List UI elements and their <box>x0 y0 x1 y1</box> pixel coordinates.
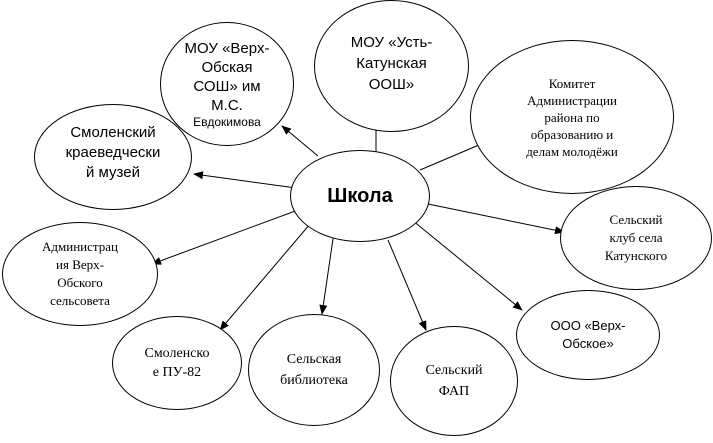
node-label: МОУ «Усть- Катунская ООШ» <box>350 33 433 93</box>
arrow-to-fap <box>387 239 427 331</box>
node-museum: Смоленский краеведчески й музей <box>34 104 192 210</box>
arrow-to-komitet <box>419 141 487 171</box>
node-fap: Сельский ФАП <box>390 326 518 436</box>
arrow-to-mou-verkh-obskaya <box>281 125 319 157</box>
arrow-to-ooo-verkh-obskoe <box>411 219 523 311</box>
arrow-to-administration <box>151 209 299 265</box>
node-pu82: Смоленско е ПУ-82 <box>112 316 242 410</box>
center-node-label: Школа <box>327 184 393 207</box>
node-library: Сельская библиотека <box>248 314 380 426</box>
node-label: Смоленский краеведчески й музей <box>65 124 161 181</box>
node-label: ООО «Верх- Обское» <box>550 318 626 351</box>
node-label: Смоленско е ПУ-82 <box>144 346 210 380</box>
node-label: Администрац ия Верх- Обского сельсовета <box>42 239 118 308</box>
node-label: Сельский ФАП <box>425 363 483 399</box>
node-administration: Администрац ия Верх- Обского сельсовета <box>2 222 158 326</box>
node-label: Сельский клуб села Катунского <box>604 212 668 263</box>
node-mou-verkh-obskaya: МОУ «Верх- Обская СОШ» им М.С. Евдокимов… <box>160 22 294 146</box>
node-sublabel: Евдокимова <box>193 115 261 129</box>
node-label: МОУ «Верх- Обская СОШ» им М.С. <box>184 40 270 114</box>
node-label: Сельская библиотека <box>280 352 348 388</box>
center-node-school: Школа <box>290 150 430 242</box>
node-mou-ust-katunskaya: МОУ «Усть- Катунская ООШ» <box>314 0 469 132</box>
arrow-to-library <box>319 231 335 315</box>
arrow-to-museum <box>193 171 297 189</box>
node-label: Комитет Администрации района по образова… <box>526 75 618 159</box>
node-ooo-verkh-obskoe: ООО «Верх- Обское» <box>516 290 660 380</box>
arrow-to-club <box>427 203 565 235</box>
arrow-to-pu82 <box>219 223 311 331</box>
node-club: Сельский клуб села Катунского <box>560 186 712 290</box>
node-komitet: Комитет Администрации района по образова… <box>470 40 674 194</box>
